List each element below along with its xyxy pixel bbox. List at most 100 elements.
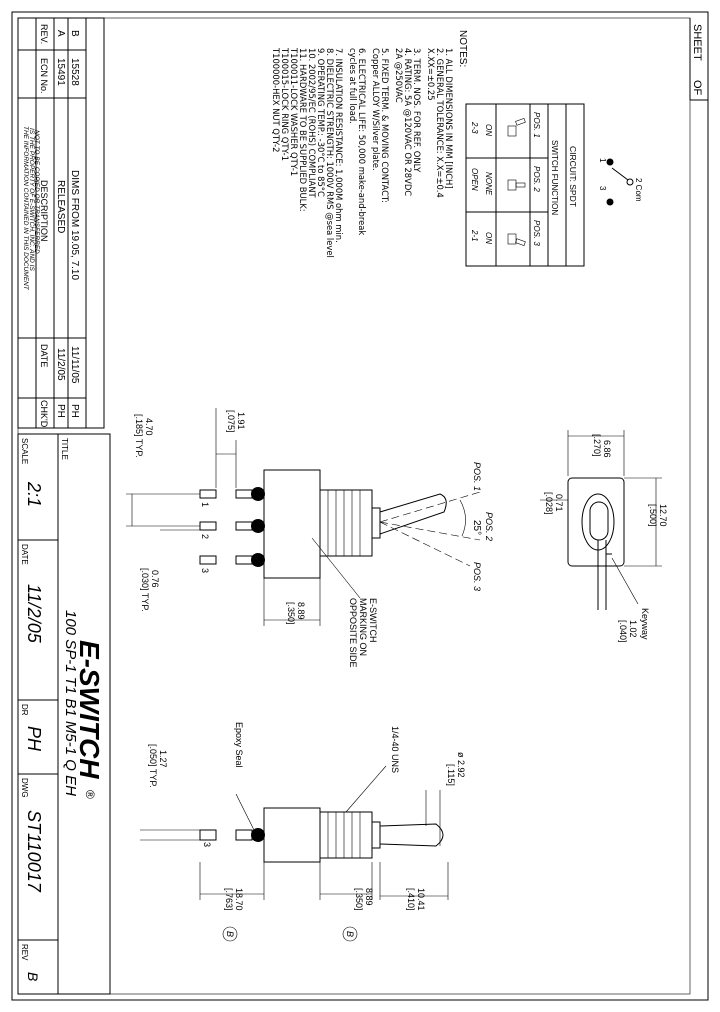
end-dim-350: [.350] [354,888,364,911]
connection-label: 2-1 [470,229,479,242]
state-label: NONE [484,172,493,196]
date-label: DATE [20,544,29,565]
connection-label: 2-3 [470,121,479,134]
pos3-label: POS. 3 [472,562,482,591]
bushing-face [567,477,625,567]
note-line: 4. RATING: 5A @120VAC OR 28VDC [403,48,413,196]
terminal-2 [235,521,253,531]
note-line: 3. TERM. NOS. FOR REF. ONLY [412,48,422,173]
dim-040: [.040] [618,620,628,643]
side-view: 1 2 3 POS. 1 POS. 2 POS. 3 25° 1.91 [.07… [126,408,494,668]
note-line: 1. ALL DIMENSIONS IN MM [INCH] [444,48,454,189]
dwg-value: ST110017 [24,810,44,893]
rev-value: B [25,972,41,981]
end-view: 3 1/4-40 UNS ø 2.92 [.115] Epoxy Seal 1.… [140,722,466,942]
description-b: DIMS FROM 19.05, 7.10 [69,170,80,280]
terminal-boss-1 [251,487,265,501]
outer-border [11,11,709,1001]
note-line: 9. OPERATING TEMP.: -30°C to 85°C [316,48,326,197]
dim-075: [.075] [226,410,236,433]
toggle-pos3-icon [507,233,526,246]
switch-arm [611,167,629,181]
com-label: 2 Com [634,178,643,202]
title-label: TITLE [60,438,69,460]
pos2-label: POS. 2 [484,512,494,541]
ecn-header: ECN No. [39,58,49,94]
dim-6-86: 6.86 [602,440,612,458]
note-line: 2. GENERAL TOLERANCE: X.X=±0.4 [435,48,445,198]
note-line: T100000-HEX NUT QTY-2 [271,47,281,152]
dim-270: [.270] [592,434,602,457]
pin-1-label: 1 [598,158,607,163]
dim-18-70: 18.70 [234,888,244,911]
pos1-line [379,491,481,523]
dim-4-70: 4.70 [144,418,154,436]
dim-1-02: 1.02 [628,620,638,638]
end-body [263,807,321,863]
end-dim-8-89: 8.89 [364,888,374,906]
end-terminal-label: 3 [202,842,212,847]
registered-mark: ® [83,790,97,799]
terminal-1-label: 1 [200,502,210,507]
title-text: 100 SP-1 T1 B1 M5-1 Q EH [62,610,79,796]
title-block: TITLE 100 SP-1 T1 B1 M5-1 Q EH E-SWITCH … [17,433,111,995]
note-line: cycles at full load. [348,48,358,124]
note-line: 2A @250VAC [394,48,404,103]
scale-label: SCALE [20,438,29,464]
keyway-label: Keyway [640,608,650,640]
dim-050: [.050] TYP. [148,744,158,788]
notes-heading: NOTES: [457,30,468,67]
common-terminal [626,178,634,186]
dim-115: [.115] [446,764,456,786]
sheet-box: SHEET OF [689,18,708,101]
dim-12-70: 12.70 [658,504,668,527]
dwg-label: DWG [20,778,29,798]
rev-b: B [69,30,80,37]
switch-function-header: SWITCH FUNCTION [550,140,559,215]
dia-2-92: ø 2.92 [456,752,466,778]
dim-030: [.030] TYP. [140,568,150,612]
chkd-header: CHK'D [39,400,49,428]
date-a: 11/2/05 [55,348,66,381]
epoxy-seal-dot [251,828,265,842]
marking-line-3: OPPOSITE SIDE [348,598,358,668]
sheet-label: SHEET [691,24,703,61]
note-line: 6. ELECTRICAL LIFE: 50,000 make-and-brea… [357,48,367,235]
connection-label: OPEN [470,168,479,191]
scale-value: 2:1 [24,481,44,507]
terminal-3-dot [606,198,614,206]
confidential-line-2: IS THE PROPERTY OF E-SWITCH, INC. AND IS [28,128,35,271]
date-value: 11/2/05 [24,584,44,644]
pin-3-label: 3 [598,186,607,191]
toggle-pos2-icon [507,179,526,191]
marking-line-2: MARKING ON [358,598,368,656]
pos1-label: POS. 1 [472,462,482,491]
terminal-1-dot [606,158,614,166]
switch-body [263,469,321,579]
dim-410: [.410] [406,888,416,911]
toggle-lever-end [589,501,609,541]
state-label: ON [484,124,493,136]
rev-bubble-label: B [345,931,355,937]
front-view: 6.86 [.270] 0.71 [.028] 12.70 [.500] Key… [540,430,668,643]
toggle-pos1-icon [507,118,526,137]
angle-label: 25° [471,520,482,535]
rev-bubble [222,926,238,942]
ecn-b: 15528 [69,58,80,86]
note-line: 7. INSULATION RESISTANCE: 1,000M ohm min… [334,48,344,243]
dr-value: PH [24,726,44,752]
note-line: T100015-LOCK RING QTY-1 [280,47,290,161]
circuit-schematic: 2 Com 1 3 [598,158,643,206]
note-line: 5. FIXED TERM. & MOVING CONTACT: [380,48,390,203]
dim-763: [.763] [224,888,234,911]
toggle-lever [379,493,447,535]
rev-bubble [342,926,358,942]
terminal-boss-2 [251,519,265,533]
angle-arc [459,499,466,537]
sheet-of-label: OF [691,80,703,96]
state-label: ON [484,232,493,244]
confidential-line-3: NOT TO BE COPIED OR TRANSFERRED [33,130,40,254]
confidential-line-1: THE INFORMATION CONTAINED IN THIS DOCUME… [22,126,29,291]
